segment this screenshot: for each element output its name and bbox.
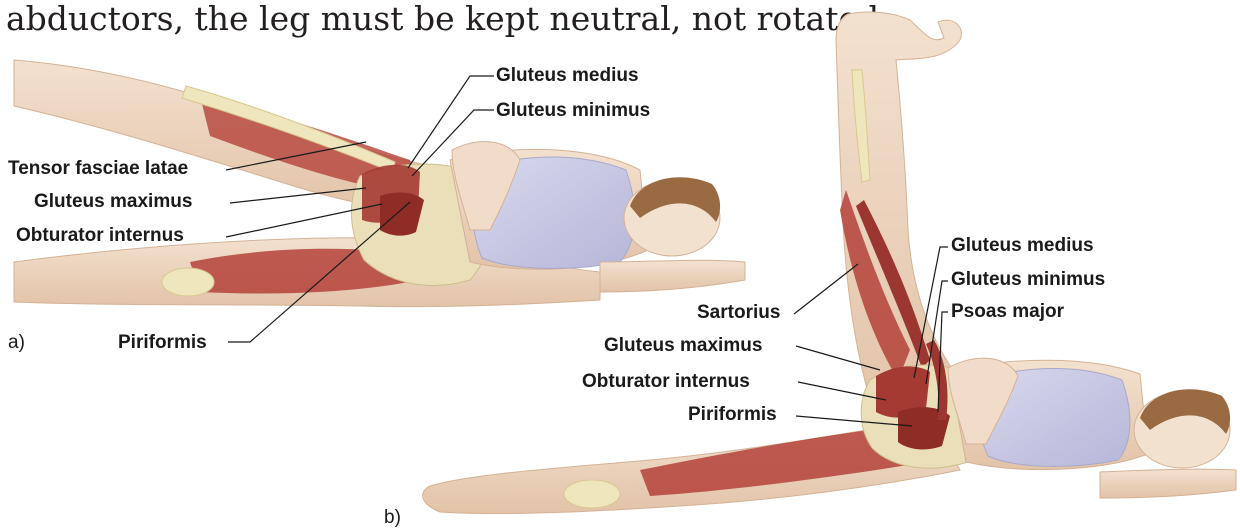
label-b-piriformis: Piriformis [688, 404, 777, 425]
label-a-gluteus-medius: Gluteus medius [496, 65, 639, 86]
label-a-gluteus-minimus: Gluteus minimus [496, 100, 650, 121]
label-b-gluteus-medius: Gluteus medius [951, 235, 1094, 256]
figure-a [14, 60, 745, 307]
label-a-gluteus-maximus: Gluteus maximus [34, 191, 192, 212]
figure-b-letter: b) [384, 507, 401, 528]
label-b-obturator-internus: Obturator internus [582, 371, 750, 392]
label-b-gluteus-minimus: Gluteus minimus [951, 269, 1105, 290]
label-b-psoas-major: Psoas major [951, 301, 1065, 322]
label-a-tensor-fasciae-latae: Tensor fasciae latae [8, 158, 188, 179]
label-a-piriformis: Piriformis [118, 332, 207, 353]
label-b-sartorius: Sartorius [697, 302, 780, 323]
figure-a-floor-arm [600, 260, 745, 292]
figure-a-letter: a) [8, 332, 25, 353]
label-a-obturator-internus: Obturator internus [16, 225, 184, 246]
label-b-gluteus-maximus: Gluteus maximus [604, 335, 762, 356]
figure-b-floor-arm [1100, 469, 1236, 498]
figure-a-knee-bone [162, 268, 214, 296]
figure-b-knee-bone [564, 480, 620, 508]
